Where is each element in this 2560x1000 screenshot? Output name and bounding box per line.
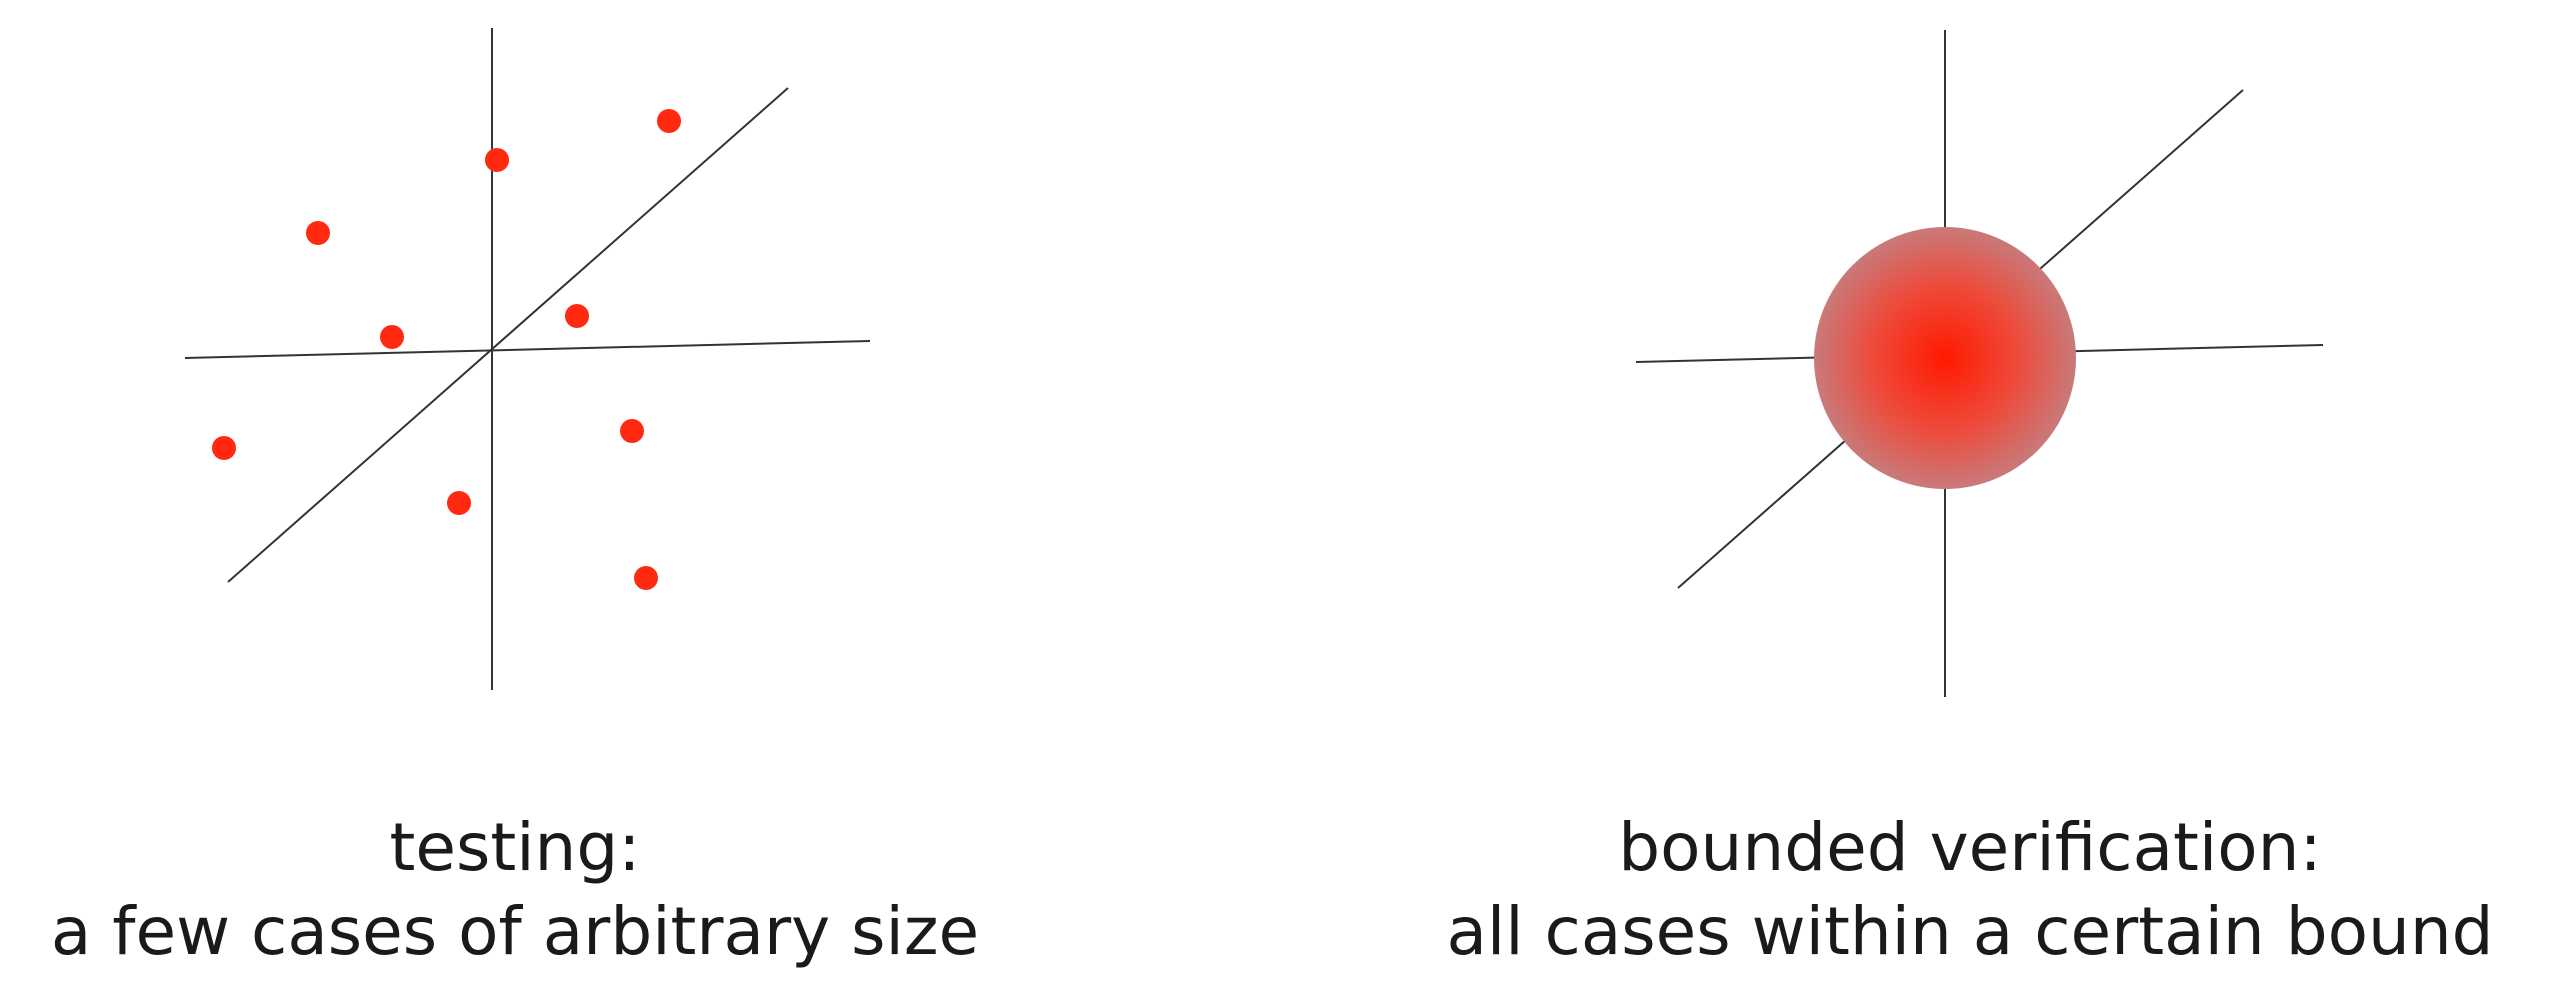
test-point: [380, 325, 404, 349]
bounded-caption: bounded verification: all cases within a…: [1380, 806, 2560, 974]
test-point: [657, 109, 681, 133]
testing-caption-line1: testing:: [389, 809, 641, 886]
testing-caption: testing: a few cases of arbitrary size: [0, 806, 1030, 974]
testing-points: [212, 109, 681, 590]
bound-ball: [1814, 227, 2076, 489]
testing-caption-line2: a few cases of arbitrary size: [50, 893, 980, 970]
bounded-caption-line1: bounded verification:: [1618, 809, 2322, 886]
test-point: [634, 566, 658, 590]
bounded-caption-line2: all cases within a certain bound: [1446, 893, 2494, 970]
test-point: [212, 436, 236, 460]
test-point: [485, 148, 509, 172]
test-point: [306, 221, 330, 245]
testing-horizontal-axis: [184, 340, 871, 359]
test-point: [565, 304, 589, 328]
test-point: [447, 491, 471, 515]
testing-axes: [184, 28, 871, 690]
test-point: [620, 419, 644, 443]
testing-diagonal-axis: [227, 87, 789, 583]
